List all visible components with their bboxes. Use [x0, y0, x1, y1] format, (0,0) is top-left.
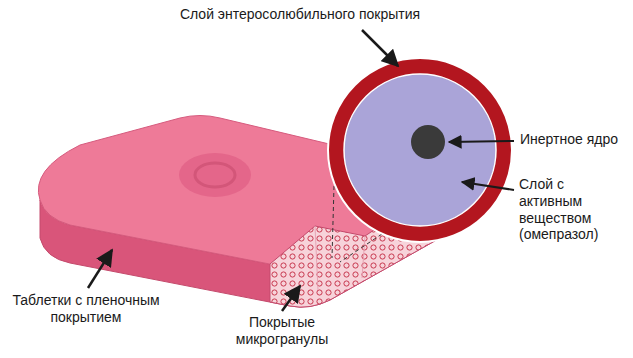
inert-core [411, 125, 445, 159]
cutout-edge [315, 226, 365, 290]
enteric-coating-ring [328, 58, 512, 242]
callout-label: Слой энтеросолюбильного покрытия [150, 6, 450, 23]
label-slot: Слой энтеросолюбильного покрытия [150, 6, 450, 23]
callout-label: Таблетки с пленочным покрытием [6, 292, 166, 326]
label-slot: Таблетки с пленочным покрытием [6, 292, 166, 326]
label-slot: Покрытые микрогранулы [222, 314, 342, 348]
active-layer [344, 74, 496, 226]
leader-arrow [88, 250, 112, 288]
leader-arrow [282, 286, 300, 311]
label-slot: Инертное ядро [520, 131, 628, 148]
callout-label: Инертное ядро [520, 131, 628, 148]
tablet-logo [179, 153, 251, 197]
leader-arrow [362, 30, 398, 66]
leader-arrow [449, 141, 514, 142]
leader-arrow [462, 182, 514, 190]
callout-label: Покрытые микрогранулы [222, 314, 342, 348]
callout-label: Слой с активным веществом (омепразол) [519, 176, 629, 243]
label-slot: Слой с активным веществом (омепразол) [519, 176, 629, 243]
tablet-logo [195, 163, 235, 187]
